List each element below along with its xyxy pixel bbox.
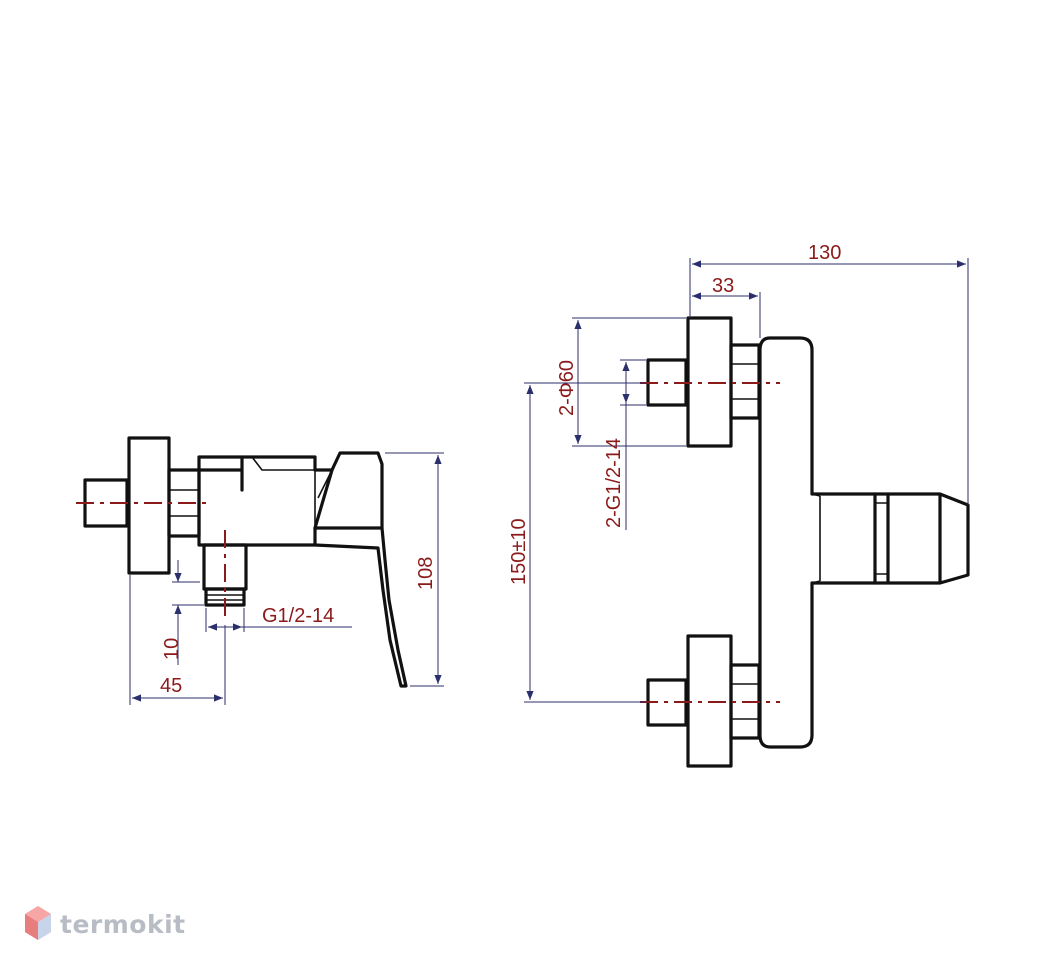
dim-side-thread: G1/2-14 — [262, 605, 334, 627]
front-upper-hex-nut — [729, 343, 761, 420]
dim-front-offset: 33 — [712, 275, 734, 297]
side-lever-handle — [313, 451, 408, 688]
front-cartridge — [873, 492, 970, 585]
dim-flange-diameter: 2-Φ60 — [556, 360, 578, 416]
dim-front-thread: 2-G1/2-14 — [603, 438, 625, 528]
side-wall-flange — [127, 436, 171, 575]
dim-center-distance: 150±10 — [508, 518, 530, 585]
dim-front-width: 130 — [808, 242, 841, 264]
dim-side-gap: 10 — [161, 638, 183, 660]
side-view: 45 10 G1/2-14 108 — [76, 436, 444, 705]
front-view: 130 33 2-Φ60 2-G1/2-14 150±10 — [508, 242, 970, 768]
termokit-logo: termokit — [24, 904, 186, 944]
logo-text: termokit — [60, 909, 186, 939]
hexagon-cube-icon — [25, 906, 51, 940]
front-mixer-body — [758, 336, 877, 749]
dim-side-width: 45 — [160, 675, 182, 697]
dim-side-height: 108 — [415, 557, 437, 590]
